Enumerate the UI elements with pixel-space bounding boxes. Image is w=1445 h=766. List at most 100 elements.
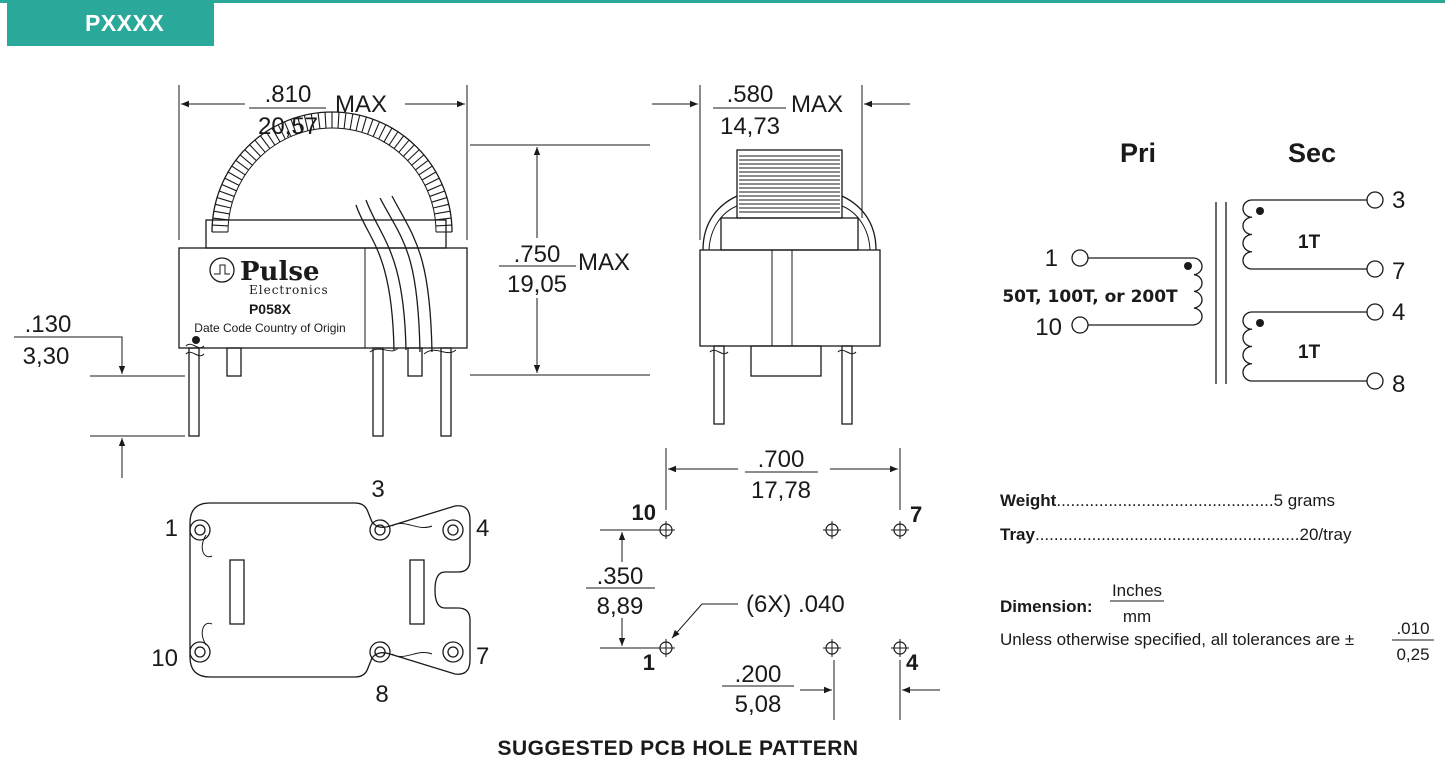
- pin-hole: [447, 646, 459, 658]
- coil-turn: [213, 210, 230, 215]
- standoff-inch: .130: [25, 311, 72, 338]
- side-body: [699, 249, 881, 347]
- coil-turn: [219, 190, 235, 197]
- coil-turn: [429, 190, 445, 197]
- coil-turn: [254, 139, 266, 153]
- secondary-winding-1: [1242, 199, 1367, 270]
- coil-turn: [349, 113, 354, 130]
- dimension-unit-mm: mm: [1123, 607, 1151, 626]
- bottom-view: 1 3 4 10 8 7: [151, 476, 489, 708]
- pin-pad: [369, 519, 391, 541]
- coil-turn: [221, 183, 237, 192]
- side-width-mm: 14,73: [720, 113, 780, 140]
- tolerance-mm: 0,25: [1396, 645, 1429, 664]
- tray-value: 20/tray: [1299, 525, 1351, 544]
- coil-turn: [324, 112, 327, 129]
- coil-turn: [415, 159, 429, 171]
- secondary-2-dot: [1256, 319, 1264, 327]
- pin: [188, 347, 200, 437]
- coil-turn: [297, 116, 303, 133]
- pcb-pin-label-7: 7: [910, 502, 922, 527]
- coil-turn: [343, 112, 347, 129]
- pin1-dot: [192, 336, 200, 344]
- logo-text: Pulse: [240, 257, 320, 287]
- coil-turn: [215, 203, 231, 209]
- side-view: .580 14,73 MAX: [652, 81, 910, 425]
- terminal-4: [1366, 303, 1384, 321]
- coil-turn: [418, 165, 433, 176]
- hole-callout: (6X) .040: [746, 591, 845, 618]
- coil-turn: [411, 154, 425, 166]
- coil-turn: [402, 144, 415, 157]
- bottom-slot: [229, 559, 245, 625]
- width-inch: .810: [265, 81, 312, 108]
- bottom-pins: [189, 519, 464, 663]
- height-mm: 19,05: [507, 271, 567, 298]
- terminal-1: [1071, 249, 1089, 267]
- bottom-pin-label-8: 8: [375, 681, 388, 708]
- weight-row: Weight..................................…: [1000, 491, 1335, 510]
- primary-heading: Pri: [1120, 138, 1156, 168]
- weight-leader: ........................................…: [1056, 491, 1273, 510]
- pin: [713, 345, 725, 425]
- coil-turn: [259, 135, 271, 149]
- schematic-pin-4: 4: [1392, 299, 1405, 326]
- coil-turn: [435, 224, 452, 227]
- schematic-pin-8: 8: [1392, 371, 1405, 398]
- pin-pad: [369, 641, 391, 663]
- front-view: Pulse Electronics P058X Date Code Countr…: [14, 81, 650, 478]
- lead-loop: [201, 622, 213, 646]
- secondary-1-dot: [1256, 207, 1264, 215]
- lead-wire: [365, 199, 407, 351]
- specifications: Weight..................................…: [1000, 491, 1434, 664]
- coil-turn: [212, 224, 229, 227]
- weight-value: 5 grams: [1274, 491, 1335, 510]
- coil-turn: [393, 135, 405, 149]
- coil-turn: [271, 127, 281, 143]
- pin-wrap: [709, 349, 857, 355]
- side-width-max-label: MAX: [791, 91, 843, 118]
- pulse-logo-icon: [209, 257, 235, 283]
- coil-turn: [239, 154, 253, 166]
- row-inch: .350: [597, 563, 644, 590]
- coil-turn: [231, 165, 246, 176]
- core-top: [720, 217, 859, 251]
- pin-pad: [442, 519, 464, 541]
- coil-turn: [337, 112, 340, 129]
- coil-turn: [421, 171, 437, 181]
- coil-turn: [378, 124, 387, 140]
- bottom-pin-label-1: 1: [165, 515, 178, 542]
- schematic-pin-7: 7: [1392, 258, 1405, 285]
- row-mm: 8,89: [597, 593, 644, 620]
- part-number: P058X: [249, 301, 292, 317]
- span-mm: 17,78: [751, 477, 811, 504]
- standoff-mm: 3,30: [23, 343, 70, 370]
- pin-pad: [189, 641, 211, 663]
- marking-text: Date Code Country of Origin: [194, 321, 345, 335]
- height-inch: .750: [514, 241, 561, 268]
- coil-turn: [249, 144, 262, 157]
- terminal-7: [1366, 260, 1384, 278]
- secondary-2-turns: 1T: [1298, 342, 1321, 363]
- primary-turns: 50T, 100T, or 200T: [1002, 287, 1178, 307]
- coil-turn: [424, 177, 440, 186]
- schematic-pin-1: 1: [1045, 245, 1058, 272]
- coil-turn: [434, 210, 451, 215]
- component-body: [178, 247, 468, 349]
- pcb-pin-label-1: 1: [643, 650, 655, 675]
- hole-callout-leader: [671, 603, 703, 639]
- lead-wire: [391, 195, 433, 353]
- pcb-pattern-caption: SUGGESTED PCB HOLE PATTERN: [497, 737, 858, 760]
- pin-hole: [194, 524, 206, 536]
- coil-turn: [244, 149, 257, 162]
- bottom-pin-label-10: 10: [151, 645, 178, 672]
- primary-winding: [1193, 257, 1203, 326]
- dimension-unit-inches: Inches: [1112, 581, 1162, 600]
- width-mm: 20,57: [258, 113, 318, 140]
- pin: [841, 345, 853, 425]
- pin-wrap: [185, 343, 205, 357]
- pcb-pin-label-10: 10: [632, 500, 656, 525]
- height-max-label: MAX: [578, 249, 630, 276]
- lead-wire: [379, 197, 421, 353]
